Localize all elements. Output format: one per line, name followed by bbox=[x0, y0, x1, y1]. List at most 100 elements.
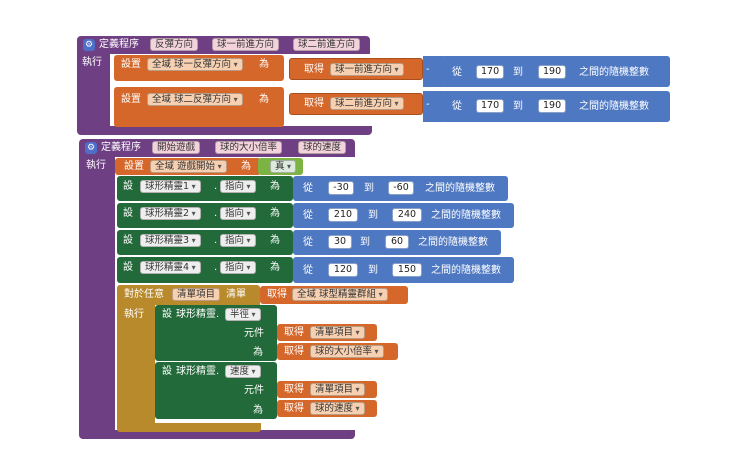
gear-icon[interactable]: ⚙ bbox=[83, 39, 95, 51]
number-input[interactable]: 170 bbox=[476, 99, 504, 113]
number-input[interactable]: 190 bbox=[538, 99, 566, 113]
property-dropdown[interactable]: 指向 bbox=[220, 180, 256, 193]
for-each-label: 對於任意 bbox=[124, 289, 164, 300]
for-each-footer bbox=[117, 423, 261, 432]
number-input[interactable]: -30 bbox=[328, 181, 354, 195]
property-dropdown[interactable]: 指向 bbox=[220, 207, 256, 220]
get-variable-dropdown[interactable]: 球一前進方向 bbox=[330, 63, 404, 76]
set-label: 設置 bbox=[121, 94, 141, 105]
from-label: 從 bbox=[303, 210, 313, 221]
to-label: 為 bbox=[253, 347, 263, 358]
component-type-label: 球形精靈. bbox=[176, 366, 220, 377]
dot-label: . bbox=[214, 235, 218, 246]
proc1-param-2[interactable]: 球二前進方向 bbox=[293, 38, 361, 51]
number-input[interactable]: 30 bbox=[328, 235, 352, 249]
get-label: 取得 bbox=[284, 327, 304, 338]
between-label: 到 bbox=[368, 265, 378, 276]
to-label: 為 bbox=[259, 94, 269, 105]
proc2-param-1[interactable]: 球的大小倍率 bbox=[215, 141, 283, 154]
component-dropdown[interactable]: 球形精靈2 bbox=[140, 207, 201, 220]
get-variable-dropdown[interactable]: 清單項目 bbox=[310, 383, 365, 396]
to-label: 為 bbox=[259, 59, 269, 70]
get-label: 取得 bbox=[304, 64, 324, 75]
number-input[interactable]: 240 bbox=[392, 208, 422, 222]
to-label: 為 bbox=[270, 235, 280, 246]
proc2-param-2[interactable]: 球的速度 bbox=[298, 141, 347, 154]
proc1-keyword: 定義程序 bbox=[99, 39, 139, 50]
random-int-label: 之間的隨機整數 bbox=[425, 183, 495, 194]
proc2-footer bbox=[79, 430, 355, 439]
proc2-exec-label: 執行 bbox=[86, 160, 106, 171]
number-input[interactable]: 120 bbox=[328, 263, 358, 277]
proc1-name[interactable]: 反彈方向 bbox=[150, 38, 199, 51]
set-label: 設 bbox=[123, 262, 133, 273]
random-int-label: 之間的隨機整數 bbox=[579, 101, 649, 112]
boolean-dropdown[interactable]: 真 bbox=[270, 160, 297, 173]
between-label: 到 bbox=[364, 183, 374, 194]
in-list-label: 清單 bbox=[226, 289, 246, 300]
proc2-name[interactable]: 開始遊戲 bbox=[152, 141, 201, 154]
from-label: 從 bbox=[303, 237, 313, 248]
random-int-label: 之間的隨機整數 bbox=[579, 67, 649, 78]
variable-dropdown[interactable]: 全域 遊戲開始 bbox=[150, 160, 227, 173]
to-label: 為 bbox=[241, 161, 251, 172]
from-label: 從 bbox=[303, 183, 313, 194]
number-input[interactable]: 190 bbox=[538, 65, 566, 79]
number-input[interactable]: 170 bbox=[476, 65, 504, 79]
dot-label: . bbox=[214, 262, 218, 273]
get-variable-dropdown[interactable]: 球二前進方向 bbox=[330, 97, 404, 110]
set-label: 設 bbox=[123, 235, 133, 246]
dot-label: . bbox=[214, 208, 218, 219]
number-input[interactable]: 210 bbox=[328, 208, 358, 222]
variable-dropdown[interactable]: 全域 球一反彈方向 bbox=[147, 58, 243, 71]
component-type-label: 球形精靈. bbox=[176, 309, 220, 320]
property-dropdown[interactable]: 指向 bbox=[220, 234, 256, 247]
proc2-keyword: 定義程序 bbox=[101, 142, 141, 153]
number-input[interactable]: 150 bbox=[392, 263, 422, 277]
get-variable-dropdown[interactable]: 全域 球型精靈群組 bbox=[292, 288, 388, 301]
between-label: 到 bbox=[513, 67, 523, 78]
loop-variable-name[interactable]: 清單項目 bbox=[172, 288, 221, 301]
get-variable-dropdown[interactable]: 球的速度 bbox=[310, 402, 365, 415]
property-dropdown[interactable]: 指向 bbox=[220, 261, 256, 274]
proc1-left-rail bbox=[77, 54, 110, 128]
from-label: 從 bbox=[303, 265, 313, 276]
component-dropdown[interactable]: 球形精靈3 bbox=[140, 234, 201, 247]
get-variable-dropdown[interactable]: 清單項目 bbox=[310, 326, 365, 339]
to-label: 為 bbox=[270, 181, 280, 192]
component-dropdown[interactable]: 球形精靈4 bbox=[140, 261, 201, 274]
component-dropdown[interactable]: 球形精靈1 bbox=[140, 180, 201, 193]
component-socket-label: 元件 bbox=[244, 328, 264, 339]
set-label: 設置 bbox=[121, 59, 141, 70]
number-input[interactable]: -60 bbox=[388, 181, 414, 195]
gear-icon[interactable]: ⚙ bbox=[85, 142, 97, 154]
from-label: 從 bbox=[452, 101, 462, 112]
to-label: 為 bbox=[270, 208, 280, 219]
component-socket-label: 元件 bbox=[244, 385, 264, 396]
get-label: 取得 bbox=[267, 289, 287, 300]
variable-dropdown[interactable]: 全域 球二反彈方向 bbox=[147, 93, 243, 106]
minus-operator-label: - bbox=[426, 64, 430, 75]
to-label: 為 bbox=[270, 262, 280, 273]
get-label: 取得 bbox=[284, 346, 304, 357]
get-label: 取得 bbox=[284, 403, 304, 414]
math-block-tail bbox=[423, 56, 443, 87]
between-label: 到 bbox=[513, 101, 523, 112]
number-input[interactable]: 60 bbox=[385, 235, 409, 249]
math-block-tail bbox=[423, 91, 443, 122]
proc1-footer bbox=[77, 126, 372, 135]
proc2-left-rail bbox=[79, 157, 115, 432]
set-label: 設 bbox=[123, 181, 133, 192]
random-int-label: 之間的隨機整數 bbox=[431, 265, 501, 276]
property-dropdown[interactable]: 速度 bbox=[225, 365, 261, 378]
for-each-left-rail bbox=[117, 305, 155, 425]
set-label: 設 bbox=[162, 366, 172, 377]
proc1-param-1[interactable]: 球一前進方向 bbox=[212, 38, 280, 51]
random-int-label: 之間的隨機整數 bbox=[418, 237, 488, 248]
set-label: 設 bbox=[162, 309, 172, 320]
proc1-exec-label: 執行 bbox=[82, 57, 102, 68]
dot-label: . bbox=[214, 181, 218, 192]
property-dropdown[interactable]: 半徑 bbox=[225, 308, 261, 321]
get-label: 取得 bbox=[304, 98, 324, 109]
get-variable-dropdown[interactable]: 球的大小倍率 bbox=[310, 345, 384, 358]
